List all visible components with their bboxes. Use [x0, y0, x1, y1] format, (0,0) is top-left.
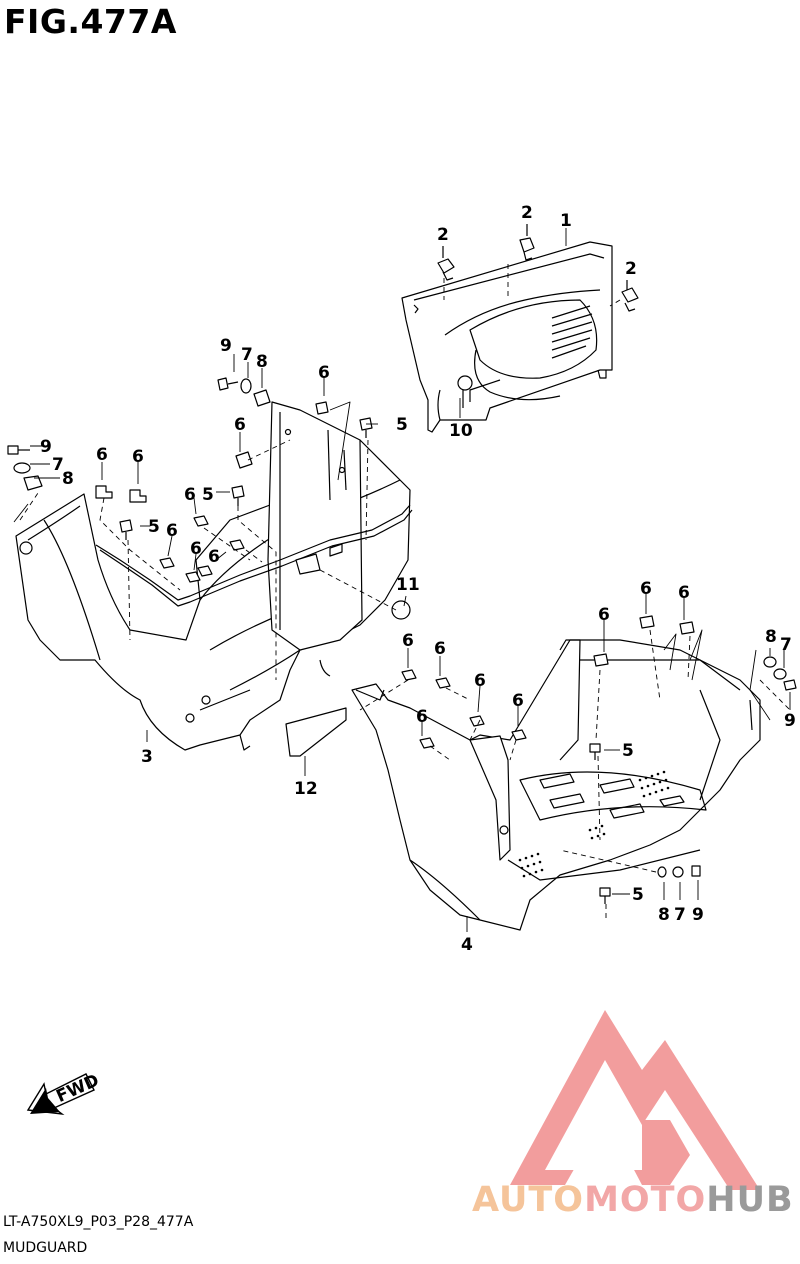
callout-6: 6 [208, 547, 220, 567]
section-indicators [13, 401, 771, 721]
callout-6: 6 [318, 363, 330, 383]
callout-5: 5 [632, 885, 644, 905]
callout-6: 6 [402, 631, 414, 651]
section-name: MUDGUARD [3, 1240, 88, 1256]
logo-text-auto: AUTO [472, 1180, 585, 1220]
callout-9: 9 [692, 905, 704, 925]
callout-9: 9 [784, 711, 796, 731]
callout-6: 6 [190, 539, 202, 559]
leader-lines [30, 228, 791, 932]
model-code: LT-A750XL9_P03_P28_477A [3, 1214, 194, 1230]
logo-text-hub: HUB [706, 1180, 794, 1220]
assembly-dashed-lines [19, 264, 791, 920]
callout-5: 5 [396, 415, 408, 435]
callout-9: 9 [220, 336, 232, 356]
callout-labels: 1 2 2 2 10 9 7 8 6 5 6 9 7 8 6 6 6 5 5 6… [40, 203, 796, 955]
callout-7: 7 [52, 455, 64, 475]
callout-6: 6 [184, 485, 196, 505]
logo-text-moto: MOTO [584, 1180, 707, 1220]
callout-6: 6 [132, 447, 144, 467]
callout-6: 6 [678, 583, 690, 603]
figure-title: FIG.477A [4, 2, 177, 41]
part-4-footrest [351, 639, 761, 931]
callout-7: 7 [780, 635, 792, 655]
logo-wordmark: AUTOMOTOHUB [472, 1180, 794, 1220]
footrest-traction-pattern [518, 770, 670, 878]
callout-2: 2 [437, 225, 449, 245]
guard-rod [95, 504, 413, 607]
fwd-label: FWD [53, 1071, 102, 1107]
part-3-bracket [267, 401, 363, 651]
callout-2: 2 [625, 259, 637, 279]
part-1-fender-panel [401, 241, 613, 433]
small-fasteners [7, 377, 797, 904]
callout-8: 8 [658, 905, 670, 925]
part-12-plate [285, 707, 347, 757]
callout-2: 2 [521, 203, 533, 223]
callout-8: 8 [765, 627, 777, 647]
callout-6: 6 [474, 671, 486, 691]
fwd-arrow-icon: FWD [26, 1071, 102, 1115]
callout-7: 7 [674, 905, 686, 925]
callout-5: 5 [148, 517, 160, 537]
callout-5: 5 [622, 741, 634, 761]
callout-8: 8 [62, 469, 74, 489]
callout-6: 6 [416, 707, 428, 727]
automotohub-logo [510, 1010, 760, 1190]
callout-11: 11 [396, 575, 420, 595]
callout-12: 12 [294, 779, 318, 799]
callout-6: 6 [640, 579, 652, 599]
callout-1: 1 [560, 211, 572, 231]
callout-4: 4 [461, 935, 473, 955]
callout-5: 5 [202, 485, 214, 505]
callout-7: 7 [241, 345, 253, 365]
callout-6: 6 [512, 691, 524, 711]
callout-3: 3 [141, 747, 153, 767]
part-11-cushion [391, 600, 411, 620]
callout-6: 6 [234, 415, 246, 435]
callout-6: 6 [166, 521, 178, 541]
callout-9: 9 [40, 437, 52, 457]
callout-6: 6 [598, 605, 610, 625]
clip-fasteners-2 [413, 224, 639, 408]
callout-10: 10 [449, 421, 473, 441]
callout-8: 8 [256, 352, 268, 372]
callout-6: 6 [434, 639, 446, 659]
callout-6: 6 [96, 445, 108, 465]
